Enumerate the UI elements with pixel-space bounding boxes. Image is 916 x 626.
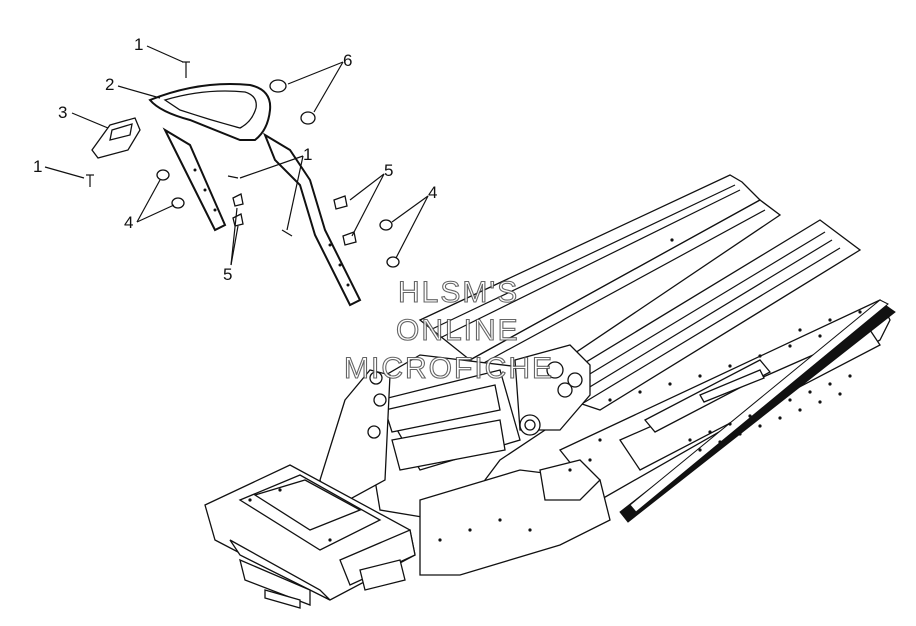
callout-6-cap: 6 — [343, 51, 352, 70]
callout-1-screw-mid: 1 — [303, 145, 312, 164]
leader-lines — [44, 45, 429, 266]
callout-labels: 1 2 3 1 6 1 5 4 4 5 — [33, 35, 437, 284]
callout-4-nut-left: 4 — [124, 213, 133, 232]
watermark-line-2: ONLINE — [396, 314, 520, 347]
rivet-dots — [248, 238, 862, 542]
callout-3-bracket: 3 — [58, 103, 67, 122]
callout-4-nut-right: 4 — [428, 183, 437, 202]
watermark: HLSM'S ONLINE MICROFICHE — [343, 275, 554, 385]
callout-5-bolt-left: 5 — [223, 265, 232, 284]
mounting-bracket — [91, 117, 141, 159]
callout-2-hoop: 2 — [105, 75, 114, 94]
callout-5-bolt-right: 5 — [384, 161, 393, 180]
watermark-line-3: MICROFICHE — [344, 352, 554, 385]
callout-1-screw-left: 1 — [33, 157, 42, 176]
watermark-line-1: HLSM'S — [398, 276, 519, 309]
chassis-frame — [204, 174, 896, 609]
steering-support-hoop — [148, 83, 362, 307]
callout-1-screw-top: 1 — [134, 35, 143, 54]
